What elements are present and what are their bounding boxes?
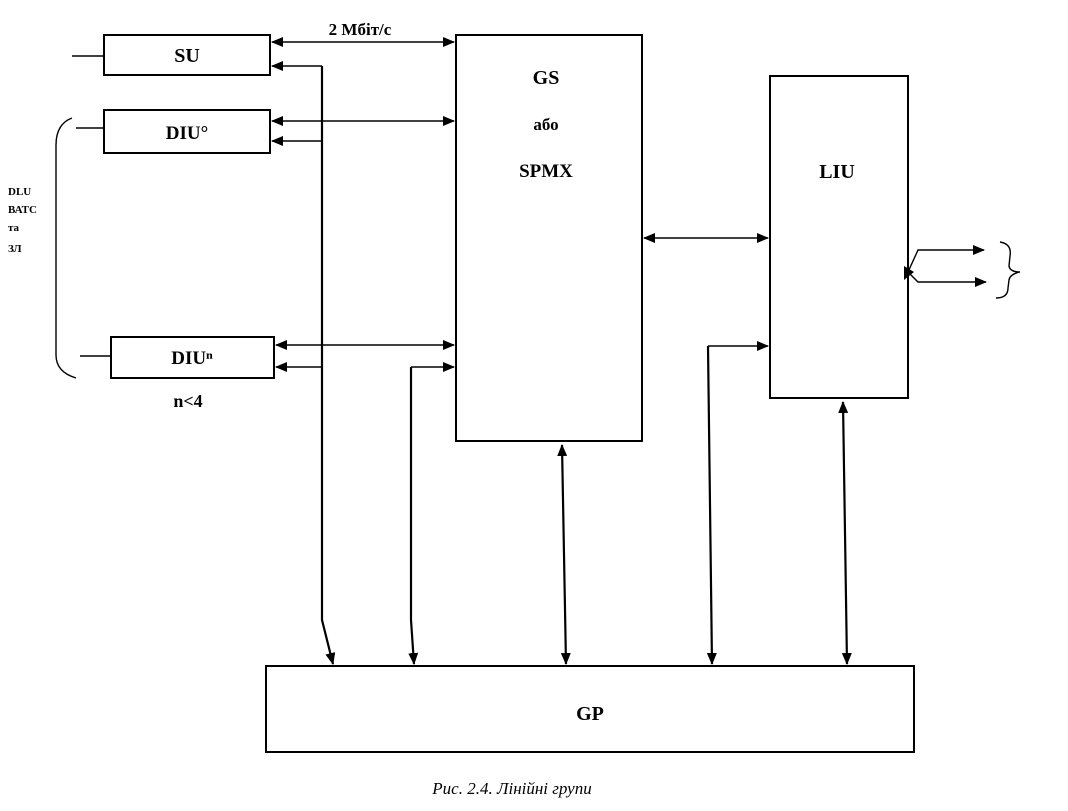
liu-block xyxy=(769,75,909,399)
gs-label: GS xyxy=(533,67,560,89)
spmx-label: SPMX xyxy=(519,161,573,182)
liu-output-junction-icon xyxy=(904,266,914,280)
gp-label: GP xyxy=(576,703,604,725)
liu-output-line-1 xyxy=(907,245,985,273)
su-gp-control-line xyxy=(320,66,336,665)
side-label-4: ЗЛ xyxy=(8,243,22,255)
gs-or-label: або xyxy=(533,115,558,134)
su-label: SU xyxy=(174,45,200,67)
liu-gp-link xyxy=(838,401,852,665)
diun-block xyxy=(110,336,275,379)
side-label-3: та xyxy=(8,222,20,234)
side-label-1: DLU xyxy=(8,186,31,198)
n-limit-label: n<4 xyxy=(173,391,202,411)
left-brace xyxy=(55,117,77,379)
gs-gp-link xyxy=(557,444,571,665)
liu-output-line-2 xyxy=(907,271,987,287)
diu0-label: DIU° xyxy=(166,123,208,144)
su-block xyxy=(103,34,271,76)
gp-block xyxy=(265,665,915,753)
rate-label: 2 Мбіт/с xyxy=(329,20,392,39)
gp-gs-control-line xyxy=(408,367,419,665)
side-label-2: ВАТС xyxy=(8,204,37,216)
gp-liu-control-line xyxy=(706,345,717,665)
diun-label: DIUⁿ xyxy=(171,348,213,369)
figure-caption: Рис. 2.4. Лінійні групи xyxy=(431,779,591,798)
liu-label: LIU xyxy=(819,161,855,183)
diu0-block xyxy=(103,109,271,154)
gs-spmx-block xyxy=(455,34,643,442)
right-brace xyxy=(995,241,1021,299)
